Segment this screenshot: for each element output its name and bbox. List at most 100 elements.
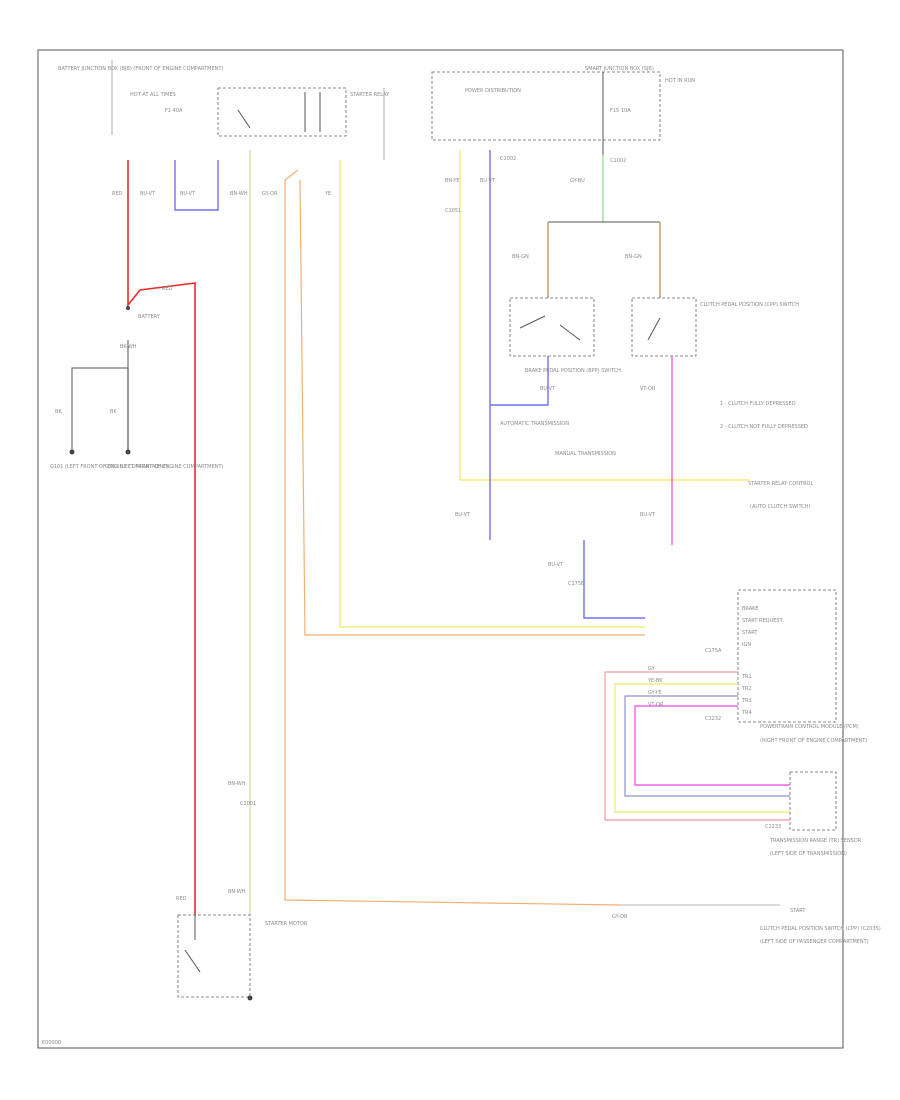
- cpp-switch-contact: [647, 317, 661, 341]
- ground-g102: [125, 449, 131, 455]
- c1232-label: C1232: [705, 716, 721, 722]
- pcm-pin-4: IGN: [742, 642, 751, 648]
- pcm-pin-3: START: [742, 630, 758, 636]
- gy-bu-label: GY-BU: [570, 178, 585, 184]
- bu-vt-label-7: BU-VT: [548, 562, 564, 568]
- c1002b-label: C1002: [610, 158, 626, 164]
- trs-wire-yellow: [614, 683, 790, 813]
- c1001-label: C1001: [240, 801, 256, 807]
- bu-vt-label: BU-VT: [140, 191, 156, 197]
- blue-pcm-wire: [583, 540, 645, 619]
- gy-or-label-2: GY-OR: [612, 914, 628, 920]
- start-ctrl-label: STARTER RELAY CONTROL: [748, 481, 813, 487]
- sjb-box: [431, 71, 661, 141]
- trs-pin-2: TR2: [741, 686, 752, 692]
- bk-label-2: BK: [110, 409, 117, 415]
- bottom-module-label: CLUTCH PEDAL POSITION SWITCH (CPP) (C203…: [760, 926, 881, 932]
- trs-wire-magenta: [634, 705, 790, 786]
- bu-vt-label-6: BU-VT: [640, 512, 656, 518]
- bk-wh-label: BK-WH: [120, 344, 137, 350]
- bu-vt-label-4: BU-VT: [540, 386, 556, 392]
- bn-wh-label-2: BN-WH: [228, 781, 246, 787]
- c175b-label: C175B: [568, 581, 585, 587]
- bn-gn-label: BN-GN: [512, 254, 529, 260]
- ground-g101-label: G101 (LEFT FRONT OF ENGINE COMPARTMENT): [50, 464, 168, 470]
- ground-g101: [69, 449, 75, 455]
- sjb-label: SMART JUNCTION BOX (SJB): [585, 66, 654, 72]
- battery-jb-label: BATTERY JUNCTION BOX (BJB) (FRONT OF ENG…: [58, 66, 223, 72]
- bpp-blue-wire: [490, 356, 549, 406]
- ground-wire-g101: [71, 340, 129, 450]
- fuse-f1-label: F1 40A: [165, 108, 183, 114]
- yellow-wire: [339, 160, 645, 628]
- auto-clutch-label: (AUTO CLUTCH SWITCH): [750, 504, 811, 510]
- starter-motor-label: STARTER MOTOR: [265, 921, 308, 927]
- battery-splice: [126, 306, 130, 310]
- bpp-switch-contact-2: [559, 324, 581, 341]
- bn-wh-label: BN-WH: [230, 191, 248, 197]
- trs-pin-3: TR3: [741, 698, 752, 704]
- red-battery-wire: [127, 160, 196, 915]
- bn-wh-label-3: BN-WH: [228, 889, 246, 895]
- bottom-start-label: START: [790, 908, 806, 914]
- bk-label-1: BK: [55, 409, 62, 415]
- bu-vt-label-3: BU-VT: [480, 178, 496, 184]
- battery-cable-label: BATTERY: [138, 314, 161, 320]
- orange-wire: [284, 169, 621, 906]
- bu-vt-label-5: BU-VT: [455, 512, 471, 518]
- hot-in-run-label: HOT IN RUN: [665, 78, 695, 84]
- pcm-pin-1: BRAKE: [742, 606, 759, 612]
- c1233-label: C1233: [765, 824, 781, 830]
- trs-wire-violet: [624, 695, 790, 797]
- bpp-switch-label: BRAKE PEDAL POSITION (BPP) SWITCH: [525, 368, 621, 374]
- relay-switch: [237, 109, 251, 129]
- footer-code: E00000: [42, 1040, 61, 1046]
- trs-note: (LEFT SIDE OF TRANSMISSION): [770, 851, 847, 857]
- pcm-pin-2: START REQUEST: [742, 618, 784, 624]
- c1051-label: C1051: [445, 208, 461, 214]
- blue-fuse-wire: [174, 160, 219, 211]
- starter-relay-label: STARTER RELAY: [350, 92, 390, 98]
- ground-g102-label: G102 (LEFT FRONT OF ENGINE COMPARTMENT): [105, 464, 223, 470]
- bn-ye-label: BN-YE: [445, 178, 460, 184]
- trs-pin-1: TR1: [741, 674, 752, 680]
- gy-label: GY: [648, 666, 656, 672]
- bpp-switch-box: [509, 297, 595, 357]
- red-wire-label-3: RED: [176, 896, 187, 902]
- ye-bk-label: YE-BK: [647, 678, 663, 684]
- bottom-module-note: (LEFT SIDE OF PASSENGER COMPARTMENT): [760, 939, 869, 945]
- sjb-yellow-wire: [459, 150, 750, 481]
- trs-box: [789, 771, 837, 831]
- pcm-note: (RIGHT FRONT OF ENGINE COMPARTMENT): [760, 738, 867, 744]
- sjb-inner-label: POWER DISTRIBUTION: [465, 88, 521, 94]
- red-wire-label: RED: [112, 191, 123, 197]
- pcm-label: POWERTRAIN CONTROL MODULE (PCM): [760, 724, 859, 730]
- clutch-note-2: 2 - CLUTCH NOT FULLY DEPRESSED: [720, 424, 808, 430]
- starter-solenoid: [184, 949, 201, 973]
- cpp-switch-label: CLUTCH PEDAL POSITION (CPP) SWITCH: [700, 302, 799, 308]
- starter-relay-box: [217, 87, 347, 137]
- c175a-label: C175A: [705, 648, 722, 654]
- trs-wire-pink: [604, 671, 790, 821]
- auto-trans-label: AUTOMATIC TRANSMISSION: [500, 421, 569, 427]
- fuse-f15-label: F15 10A: [610, 108, 631, 114]
- clutch-note-1: 1 - CLUTCH FULLY DEPRESSED: [720, 401, 796, 407]
- manual-trans-label: MANUAL TRANSMISSION: [555, 451, 616, 457]
- starter-motor-box: [177, 914, 251, 998]
- c1002-label: C1002: [500, 156, 516, 162]
- trs-pin-4: TR4: [741, 710, 752, 716]
- bu-vt-label-2: BU-VT: [180, 191, 196, 197]
- gy-or-label: GY-OR: [262, 191, 278, 197]
- red-wire-label-2: RED: [162, 286, 173, 292]
- ye-label: YE: [324, 191, 331, 197]
- trs-label: TRANSMISSION RANGE (TR) SENSOR: [769, 838, 862, 844]
- bpp-switch-contact: [519, 315, 546, 329]
- orange-wire-pcm: [299, 179, 645, 636]
- gy-ye-label: GY-YE: [648, 690, 662, 696]
- cpp-switch-box: [631, 297, 697, 357]
- bn-gn-label-2: BN-GN: [625, 254, 642, 260]
- vt-or-label: VT-OR: [640, 386, 656, 392]
- vt-or-label-2: VT-OR: [648, 702, 664, 708]
